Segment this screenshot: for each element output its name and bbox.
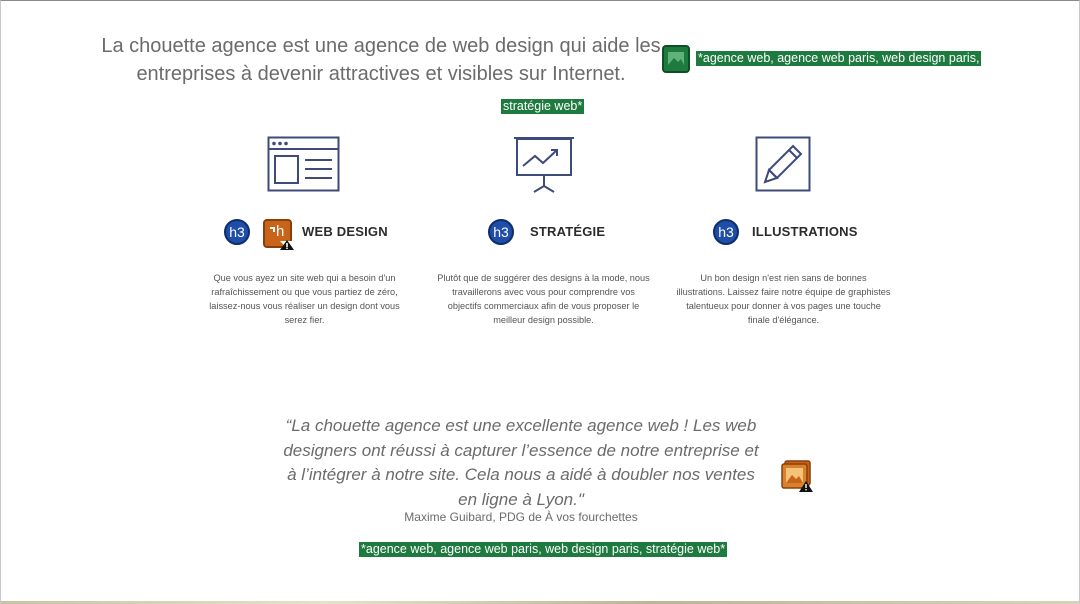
testimonial-quote: “La chouette agence est une excellente a… — [283, 416, 759, 509]
intro-text: La chouette agence est une agence de web… — [101, 35, 661, 85]
feature-title-illustrations: ILLUSTRATIONS — [752, 224, 858, 239]
feature-text-strategie: Plutôt que de suggérer des designs à la … — [437, 273, 650, 325]
broken-link-warning-icon[interactable]: h — [263, 219, 295, 251]
h3-heading-badge: h3 — [713, 219, 739, 245]
feature-title-web-design: WEB DESIGN — [302, 224, 388, 239]
feature-text-illustrations: Un bon design n'est rien sans de bonnes … — [676, 273, 891, 325]
image-warning-icon[interactable] — [780, 459, 814, 493]
feature-text-web-design: Que vous ayez un site web qui a besoin d… — [209, 273, 400, 325]
seo-keywords-tag: *agence web, agence web paris, web desig… — [696, 51, 982, 66]
image-placeholder-icon[interactable] — [662, 45, 690, 73]
broken-link-badge-label: h — [276, 223, 285, 240]
pencil-square-icon — [755, 136, 811, 192]
seo-keywords-tag-continued: stratégie web* — [501, 99, 585, 114]
feature-title-strategie: STRATÉGIE — [530, 224, 606, 239]
browser-window-icon — [267, 136, 340, 192]
presentation-chart-icon — [514, 137, 574, 193]
seo-keywords-tag-bottom: *agence web, agence web paris, web desig… — [359, 542, 728, 557]
footer-image-strip — [1, 601, 1079, 604]
h3-heading-badge: h3 — [224, 219, 250, 245]
testimonial-author: Maxime Guibard, PDG de À vos fourchettes — [404, 510, 638, 524]
h3-heading-badge: h3 — [488, 219, 514, 245]
